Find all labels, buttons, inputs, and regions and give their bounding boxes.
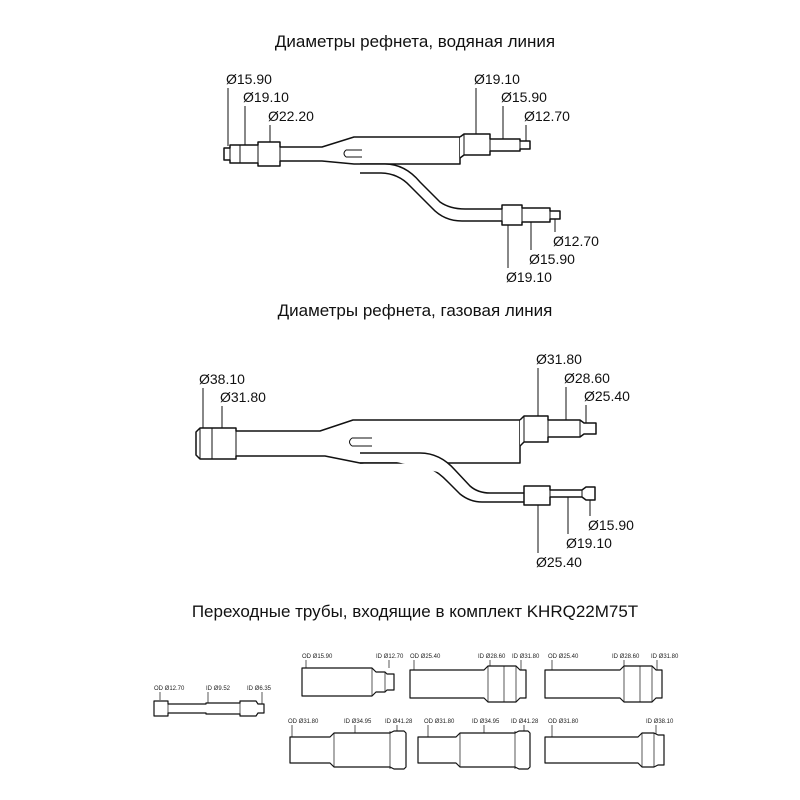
- adapter-a6-label-1: OD Ø31.80: [548, 719, 579, 725]
- adapter-a5-label-1: OD Ø31.80: [424, 719, 455, 725]
- liquid-top-label-2: Ø15.90: [501, 89, 547, 105]
- liquid-line-title: Диаметры рефнета, водяная линия: [275, 32, 555, 51]
- adapter-a1-label-1: OD Ø15.90: [302, 654, 333, 660]
- adapter-a4-label-3: ID Ø41.28: [385, 719, 413, 725]
- gas-bottom-label-3: Ø25.40: [536, 554, 582, 570]
- adapter-a4-label-2: ID Ø34.95: [344, 719, 372, 725]
- adapter-a3-label-1: OD Ø25.40: [548, 654, 579, 660]
- adapter-a5-label-3: ID Ø41.28: [511, 719, 539, 725]
- adapter-a2-label-3: ID Ø31.80: [512, 654, 540, 660]
- adapter-a5-label-2: ID Ø34.95: [472, 719, 500, 725]
- liquid-bottom-outlet-labels: Ø12.70 Ø15.90 Ø19.10: [506, 219, 599, 285]
- adapter-small-label-1: OD Ø12.70: [154, 686, 185, 692]
- adapter-a3-label-2: ID Ø28.60: [612, 654, 640, 660]
- adapter-a1-label-2: ID Ø12.70: [376, 654, 404, 660]
- adapter-a2: OD Ø25.40 ID Ø28.60 ID Ø31.80: [409, 654, 540, 703]
- gas-refnet-joint: [195, 415, 597, 506]
- adapter-a4-label-1: OD Ø31.80: [288, 719, 319, 725]
- gas-bottom-label-1: Ø15.90: [588, 517, 634, 533]
- adapter-a1: OD Ø15.90 ID Ø12.70: [301, 654, 404, 697]
- adapter-a3: OD Ø25.40 ID Ø28.60 ID Ø31.80: [544, 654, 679, 703]
- liquid-inlet-label-2: Ø19.10: [243, 89, 289, 105]
- gas-bottom-label-2: Ø19.10: [566, 535, 612, 551]
- gas-inlet-labels: Ø38.10 Ø31.80: [199, 371, 266, 428]
- adapter-a4: OD Ø31.80 ID Ø34.95 ID Ø41.28: [288, 719, 413, 770]
- liquid-top-label-3: Ø12.70: [524, 108, 570, 124]
- liquid-bottom-label-2: Ø15.90: [529, 251, 575, 267]
- gas-top-outlet-labels: Ø31.80 Ø28.60 Ø25.40: [536, 351, 630, 423]
- adapter-a6: OD Ø31.80 ID Ø38.10: [544, 719, 674, 768]
- gas-top-label-3: Ø25.40: [584, 388, 630, 404]
- liquid-inlet-labels: Ø15.90 Ø19.10 Ø22.20: [226, 71, 314, 146]
- gas-bottom-outlet-labels: Ø15.90 Ø19.10 Ø25.40: [536, 497, 634, 570]
- adapter-a2-label-2: ID Ø28.60: [478, 654, 506, 660]
- liquid-bottom-label-1: Ø12.70: [553, 233, 599, 249]
- liquid-refnet-joint: [223, 133, 561, 226]
- adapter-a2-label-1: OD Ø25.40: [410, 654, 441, 660]
- liquid-inlet-label-1: Ø15.90: [226, 71, 272, 87]
- liquid-top-outlet-labels: Ø19.10 Ø15.90 Ø12.70: [474, 71, 570, 141]
- adapter-a5: OD Ø31.80 ID Ø34.95 ID Ø41.28: [417, 719, 539, 770]
- liquid-bottom-label-3: Ø19.10: [506, 269, 552, 285]
- liquid-top-label-1: Ø19.10: [474, 71, 520, 87]
- adapter-a3-label-3: ID Ø31.80: [651, 654, 679, 660]
- adapter-small: OD Ø12.70 ID Ø9.52 ID Ø6.35: [153, 686, 272, 717]
- adapter-small-label-3: ID Ø6.35: [247, 686, 272, 692]
- gas-top-label-2: Ø28.60: [564, 370, 610, 386]
- gas-inlet-label-1: Ø38.10: [199, 371, 245, 387]
- adapter-a6-label-2: ID Ø38.10: [646, 719, 674, 725]
- gas-top-label-1: Ø31.80: [536, 351, 582, 367]
- gas-inlet-label-2: Ø31.80: [220, 389, 266, 405]
- adapter-small-label-2: ID Ø9.52: [206, 686, 231, 692]
- liquid-inlet-label-3: Ø22.20: [268, 108, 314, 124]
- gas-line-title: Диаметры рефнета, газовая линия: [278, 301, 553, 320]
- adapters-title: Переходные трубы, входящие в комплект KH…: [192, 602, 638, 621]
